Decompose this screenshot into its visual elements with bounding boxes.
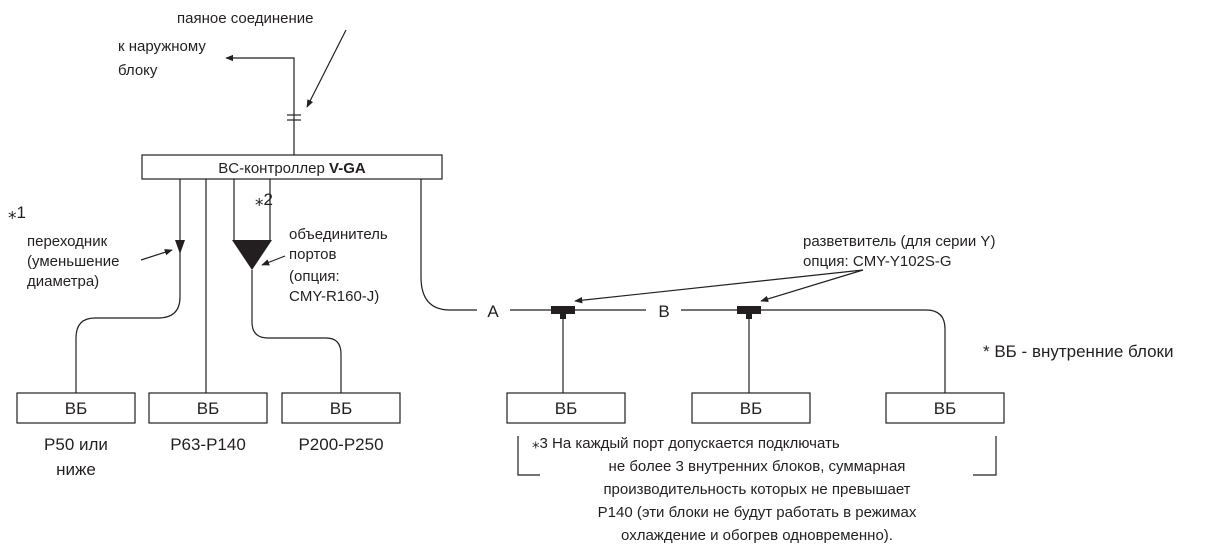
bc-controller-box — [141, 154, 443, 180]
indoor-unit-1-label: ВБ — [65, 399, 88, 418]
port-b-label: B — [658, 302, 669, 321]
indoor-unit-3: ВБ — [281, 392, 401, 424]
port-a-label: A — [487, 302, 499, 321]
capacity-p200-p250: P200-P250 — [298, 435, 383, 454]
branch-kit-1-body — [551, 306, 575, 314]
indoor-unit-6: ВБ — [885, 392, 1005, 424]
note3-line4: P140 (эти блоки не будут работать в режи… — [598, 504, 917, 521]
reducer-label-line2: (уменьшение — [27, 253, 119, 270]
brazed-joint-label: паяное соединение — [177, 10, 314, 27]
port-pipe-a — [420, 179, 477, 311]
indoor-unit-5: ВБ — [691, 392, 811, 424]
indoor-unit-3-label: ВБ — [330, 399, 353, 418]
note1-mark: ⁎1 — [8, 203, 26, 222]
indoor-unit-6-box — [885, 392, 1005, 424]
note3-line3: производительность которых не превышает — [603, 481, 910, 498]
indoor-unit-4-label: ВБ — [555, 399, 578, 418]
branch-label-line1: разветвитель (для серии Y) — [803, 233, 995, 250]
joint-arrow — [261, 255, 286, 266]
reducer-label-line1: переходник — [27, 233, 108, 250]
indoor-unit-4: ВБ — [506, 392, 626, 424]
note3-line2: не более 3 внутренних блоков, суммарная — [609, 458, 906, 475]
reducer-label-line3: диаметра) — [27, 273, 99, 290]
note3-line5: охлаждение и обогрев одновременно). — [621, 527, 893, 544]
indoor-unit-1-box — [16, 392, 136, 424]
note3-line1: ⁎3 На каждый порт допускается подключать — [532, 435, 840, 452]
joint-label-line4: CMY-R160-J) — [289, 288, 379, 305]
indoor-unit-4-box — [506, 392, 626, 424]
joint-label-line3: (опция: — [289, 268, 340, 285]
branch-label-line2: опция: CMY-Y102S-G — [803, 253, 952, 270]
branch-kit-1-stem — [560, 314, 566, 319]
branch-arrow-1 — [574, 269, 864, 304]
branch-pipe-end — [681, 309, 946, 393]
bc-controller-label: BC-контроллер V-GA — [218, 160, 366, 177]
indoor-unit-2: ВБ — [148, 392, 268, 424]
branch-kit-2-body — [737, 306, 761, 314]
joint-label-line1: объединитель — [289, 226, 388, 243]
note3-bracket-right — [973, 436, 997, 476]
pipe-to-unit-3 — [251, 270, 342, 393]
pipe-to-unit-1 — [75, 179, 181, 393]
indoor-unit-6-label: ВБ — [934, 399, 957, 418]
indoor-unit-5-label: ВБ — [740, 399, 763, 418]
branch-arrow-2 — [760, 269, 864, 302]
pipe-joint-symbol — [232, 240, 272, 270]
note3-bracket-left — [517, 436, 540, 476]
reducer-symbol — [175, 240, 185, 254]
indoor-unit-3-box — [281, 392, 401, 424]
indoor-unit-2-box — [148, 392, 268, 424]
capacity-p50-line1: P50 или — [44, 435, 108, 454]
indoor-unit-1: ВБ — [16, 392, 136, 424]
brazed-joint-arrow — [306, 29, 347, 108]
legend-indoor-units: * ВБ - внутренние блоки — [983, 342, 1173, 361]
capacity-p50-line2: ниже — [56, 460, 96, 479]
joint-label-line2: портов — [289, 246, 337, 263]
branch-kit-2-stem — [746, 314, 752, 319]
outdoor-pipe — [225, 54, 295, 155]
indoor-unit-2-label: ВБ — [197, 399, 220, 418]
to-outdoor-label-line2: блоку — [118, 62, 158, 79]
note2-mark: ⁎2 — [255, 190, 273, 209]
reducer-arrow — [140, 249, 173, 261]
indoor-unit-5-box — [691, 392, 811, 424]
to-outdoor-label-line1: к наружному — [118, 38, 206, 55]
capacity-p63-p140: P63-P140 — [170, 435, 246, 454]
